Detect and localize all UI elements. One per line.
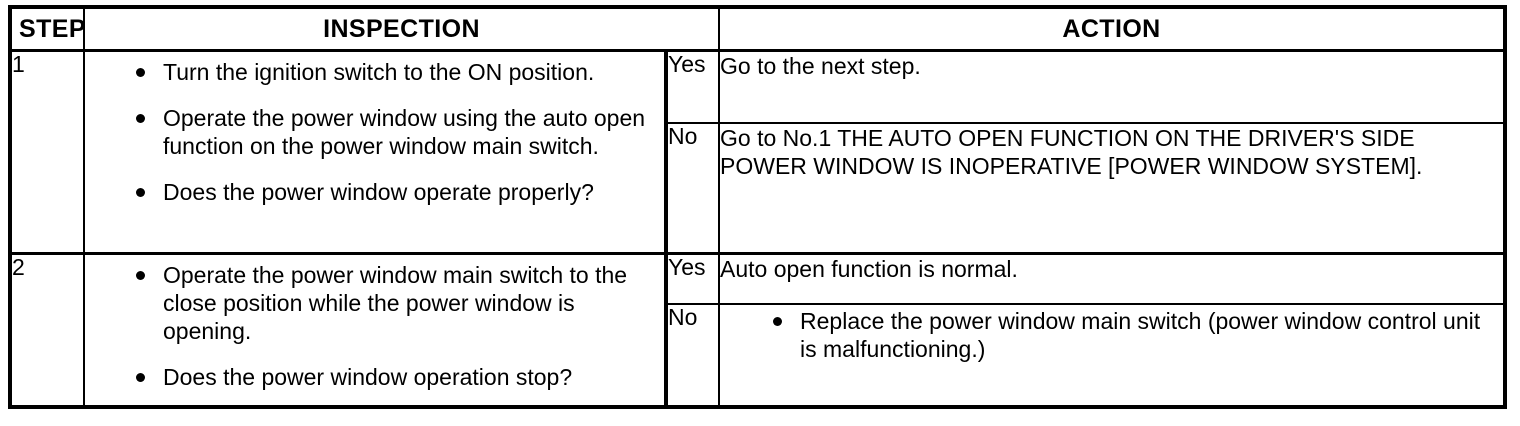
list-item: Does the power window operate properly? <box>133 178 654 206</box>
inspection-bullet-text: Does the power window operation stop? <box>163 364 573 391</box>
bullet-dot-icon <box>773 317 783 326</box>
inspection-bullet-text: Operate the power window main switch to … <box>163 262 628 345</box>
result-label-no: No <box>668 304 698 330</box>
bullet-dot-icon <box>136 68 145 77</box>
result-label-cell-no-1: No <box>664 122 721 255</box>
bullet-dot-icon <box>136 188 145 198</box>
inspection-bullet-list-2: Operate the power window main switch to … <box>85 255 664 397</box>
step-number: 1 <box>12 51 25 77</box>
action-bullet-list-2: Replace the power window main switch (po… <box>720 305 1503 365</box>
list-item: Replace the power window main switch (po… <box>770 307 1495 363</box>
result-label-yes: Yes <box>668 254 706 280</box>
result-label-no: No <box>668 123 698 149</box>
header-label-action: ACTION <box>1062 15 1161 43</box>
list-item: Does the power window operation stop? <box>133 363 654 391</box>
inspection-bullet-list-1: Turn the ignition switch to the ON posit… <box>85 52 664 212</box>
inspection-bullet-text: Turn the ignition switch to the ON posit… <box>163 59 595 85</box>
step-number: 2 <box>12 254 25 280</box>
action-text: Auto open function is normal. <box>720 256 1018 282</box>
action-cell-no-1: Go to No.1 THE AUTO OPEN FUNCTION ON THE… <box>718 122 1507 255</box>
table-row: No Replace the power window main switch … <box>10 303 1507 408</box>
header-cell-inspection: INSPECTION <box>82 6 721 52</box>
action-cell-no-2: Replace the power window main switch (po… <box>718 303 1507 408</box>
list-item: Operate the power window using the auto … <box>133 104 654 160</box>
step-number-cell-1: 1 <box>9 49 85 255</box>
result-label-cell-yes-1: Yes <box>664 49 721 124</box>
action-bullet-text: Replace the power window main switch (po… <box>800 308 1481 363</box>
list-item: Operate the power window main switch to … <box>133 261 654 345</box>
action-cell-yes-2: Auto open function is normal. <box>718 252 1507 305</box>
action-text: Go to the next step. <box>720 53 921 79</box>
header-cell-step: STEP <box>9 6 86 52</box>
action-cell-yes-1: Go to the next step. <box>718 49 1507 124</box>
header-label-step: STEP <box>19 15 86 43</box>
inspection-bullet-text: Operate the power window using the auto … <box>163 105 646 160</box>
action-text: Go to No.1 THE AUTO OPEN FUNCTION ON THE… <box>720 125 1423 180</box>
bullet-dot-icon <box>136 114 145 124</box>
bullet-dot-icon <box>136 271 145 280</box>
table-row: 1 Turn the ignition switch to the ON pos… <box>9 49 1507 255</box>
table-row: No Go to No.1 THE AUTO OPEN FUNCTION ON … <box>10 122 1507 255</box>
table-row: 2 Operate the power window main switch t… <box>9 252 1507 408</box>
inspection-cell-2: Operate the power window main switch to … <box>83 252 668 408</box>
diagnostic-flow-table: STEP INSPECTION ACTION 1 <box>8 5 1508 409</box>
bullet-dot-icon <box>136 373 145 383</box>
table-header-row: STEP INSPECTION ACTION <box>9 6 1507 52</box>
inspection-cell-1: Turn the ignition switch to the ON posit… <box>83 49 668 255</box>
result-label-yes: Yes <box>668 51 706 77</box>
list-item: Turn the ignition switch to the ON posit… <box>133 58 654 86</box>
header-label-inspection: INSPECTION <box>323 15 480 43</box>
step-number-cell-2: 2 <box>9 252 85 408</box>
header-cell-action: ACTION <box>718 6 1507 52</box>
inspection-bullet-text: Does the power window operate properly? <box>163 179 594 206</box>
result-label-cell-no-2: No <box>664 303 721 408</box>
result-label-cell-yes-2: Yes <box>664 252 721 305</box>
